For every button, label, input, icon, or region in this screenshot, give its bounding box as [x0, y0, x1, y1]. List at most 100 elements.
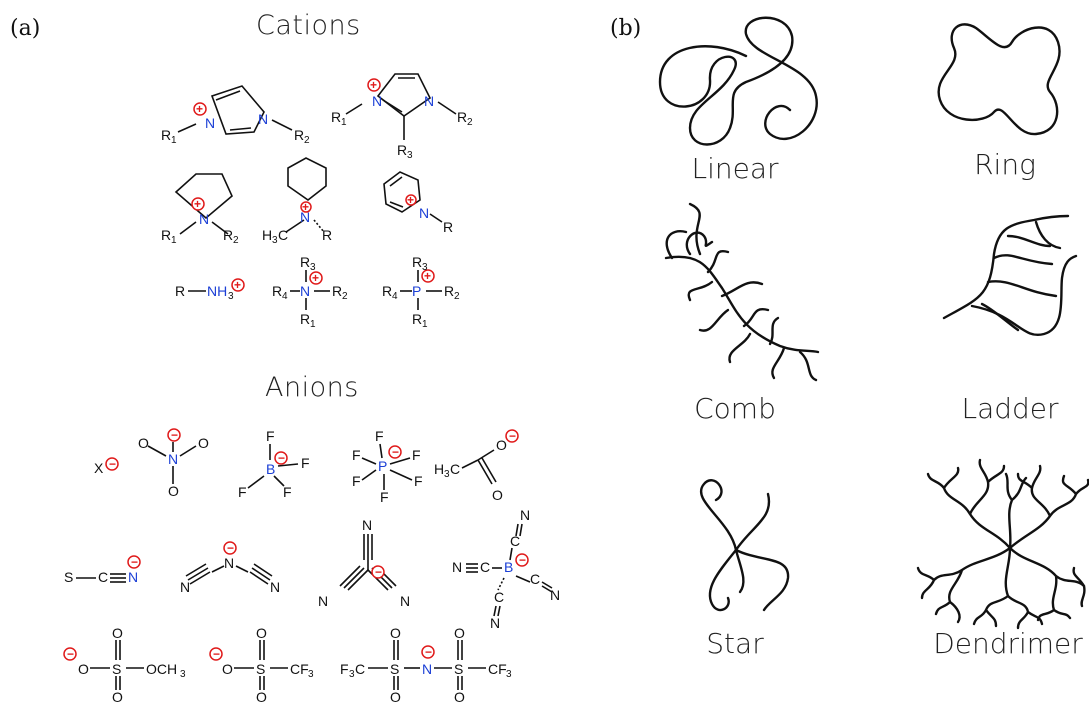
svg-text:1: 1	[341, 117, 347, 128]
comb-polymer-shape	[664, 202, 820, 382]
svg-text:O: O	[222, 661, 233, 677]
svg-text:N: N	[128, 569, 138, 585]
svg-text:N: N	[300, 283, 310, 299]
svg-text:R: R	[272, 283, 282, 299]
svg-text:S: S	[112, 661, 121, 677]
svg-text:NH: NH	[207, 283, 227, 299]
svg-text:O: O	[112, 689, 123, 704]
svg-text:N: N	[400, 593, 410, 609]
svg-text:−: −	[131, 555, 138, 569]
svg-text:O: O	[168, 483, 179, 499]
svg-text:3: 3	[349, 669, 355, 680]
svg-text:1: 1	[310, 319, 316, 330]
svg-text:R: R	[161, 227, 171, 243]
svg-text:B: B	[266, 461, 275, 477]
svg-text:C: C	[510, 533, 520, 549]
svg-text:O: O	[112, 625, 123, 641]
dendrimer-polymer-shape	[916, 458, 1089, 630]
svg-text:O: O	[454, 689, 465, 704]
svg-text:C: C	[355, 661, 365, 677]
dendrimer-label: Dendrimer	[933, 627, 1083, 660]
svg-text:N: N	[452, 559, 462, 575]
svg-text:N: N	[199, 211, 209, 227]
ring-label: Ring	[974, 148, 1036, 181]
anion-tetrafluoroborate: F B F F F −	[238, 428, 310, 500]
svg-text:C: C	[494, 589, 504, 605]
svg-text:R: R	[294, 127, 304, 143]
svg-text:F: F	[340, 661, 349, 677]
svg-text:3: 3	[444, 469, 450, 480]
svg-text:N: N	[362, 517, 372, 533]
svg-text:4: 4	[392, 291, 398, 302]
anion-tricyanomethanide: N N N −	[318, 517, 410, 609]
svg-text:N: N	[205, 115, 215, 131]
svg-text:F: F	[414, 473, 423, 489]
svg-text:R: R	[331, 109, 341, 125]
svg-text:C: C	[450, 461, 460, 477]
svg-text:−: −	[213, 647, 220, 661]
svg-text:N: N	[224, 555, 234, 571]
comb-label: Comb	[694, 392, 776, 425]
svg-text:C: C	[98, 569, 108, 585]
anions-heading: Anions	[265, 372, 359, 403]
svg-text:O: O	[390, 625, 401, 641]
svg-text:F: F	[283, 484, 292, 500]
svg-text:F: F	[352, 447, 361, 463]
svg-text:F: F	[352, 473, 361, 489]
svg-text:R: R	[223, 227, 233, 243]
svg-text:F: F	[412, 447, 421, 463]
linear-label: Linear	[691, 152, 779, 185]
svg-text:X: X	[94, 460, 104, 476]
svg-text:R: R	[332, 283, 342, 299]
panel-a-label: (a)	[10, 16, 41, 41]
svg-text:H: H	[262, 227, 272, 243]
svg-text:1: 1	[171, 135, 177, 146]
svg-text:N: N	[419, 205, 429, 221]
svg-text:R: R	[300, 254, 310, 270]
svg-text:OCH: OCH	[146, 661, 177, 677]
svg-text:N: N	[168, 451, 178, 467]
svg-text:O: O	[256, 625, 267, 641]
svg-text:N: N	[270, 579, 280, 595]
svg-text:H: H	[434, 461, 444, 477]
svg-text:−: −	[171, 428, 178, 442]
svg-text:−: −	[278, 451, 285, 465]
svg-text:B: B	[504, 559, 513, 575]
svg-text:R: R	[175, 283, 185, 299]
svg-text:CF: CF	[290, 661, 309, 677]
svg-text:+: +	[196, 102, 203, 116]
star-polymer-shape	[700, 479, 790, 612]
cations-heading: Cations	[256, 10, 361, 41]
svg-text:3: 3	[422, 262, 428, 273]
svg-text:R: R	[300, 311, 310, 327]
svg-text:+: +	[370, 78, 377, 92]
svg-text:R: R	[443, 219, 453, 235]
svg-text:F: F	[266, 428, 275, 444]
svg-text:F: F	[301, 455, 310, 471]
svg-text:2: 2	[304, 135, 310, 146]
svg-text:N: N	[318, 593, 328, 609]
svg-text:C: C	[278, 227, 288, 243]
svg-text:R: R	[457, 109, 467, 125]
svg-text:1: 1	[171, 235, 177, 246]
svg-text:−: −	[227, 541, 234, 555]
svg-text:−: −	[375, 565, 382, 579]
svg-text:O: O	[454, 625, 465, 641]
svg-text:+: +	[407, 193, 414, 207]
svg-text:S: S	[454, 661, 463, 677]
svg-text:R: R	[322, 227, 332, 243]
svg-text:3: 3	[180, 669, 186, 680]
svg-text:2: 2	[342, 291, 348, 302]
svg-text:R: R	[444, 283, 454, 299]
svg-text:F: F	[380, 489, 389, 505]
svg-text:N: N	[372, 93, 382, 109]
